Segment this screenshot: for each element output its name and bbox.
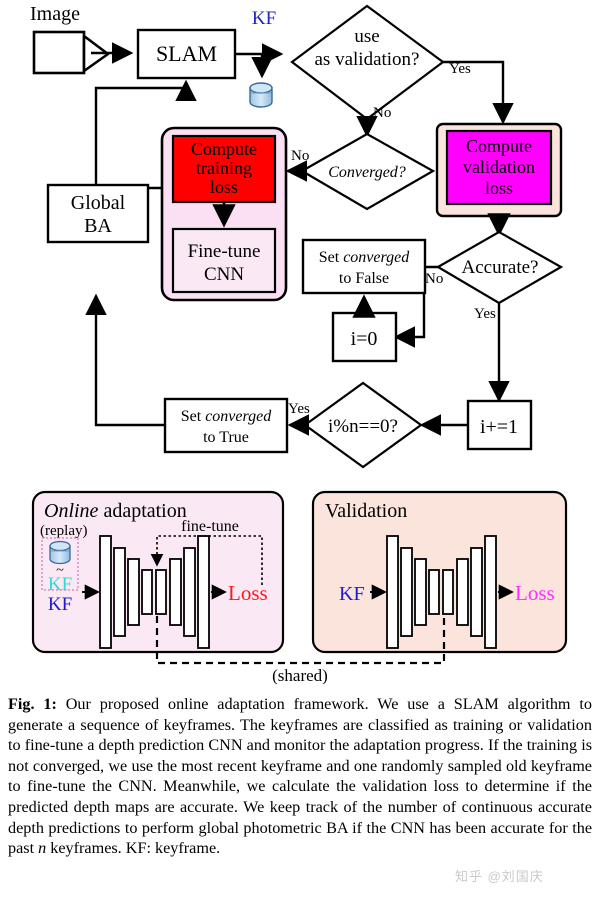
replay-database-icon [49, 540, 71, 565]
slam-box [136, 28, 237, 80]
caption-body: Our proposed online adaptation framework… [8, 695, 592, 858]
compute-validation-loss-line3: loss [485, 178, 513, 198]
kf-current-label: KF [48, 594, 72, 615]
compute-training-loss-line1: Compute [191, 139, 257, 159]
decision-modulo-label: i%n==0? [328, 416, 398, 437]
replay-dotted-box [41, 537, 79, 591]
set-converged-true-line1: Set converged [181, 408, 272, 425]
slam-label: SLAM [156, 41, 217, 66]
validation-kf-label: KF [339, 583, 365, 605]
set-converged-true-box [163, 397, 289, 454]
decision-converged-label: Converged? [328, 164, 406, 181]
validation-panel-title: Validation [325, 500, 407, 522]
global-ba-line1: Global [71, 192, 126, 214]
edge-label-modulo-yes: Yes [288, 401, 310, 417]
tilde-label: ~ [56, 563, 64, 578]
fine-tune-backprop-path [150, 535, 263, 585]
online-adaptation-title: Online adaptation [44, 500, 187, 522]
caption-italic-n: n [38, 839, 47, 858]
set-converged-false-line2: to False [339, 270, 389, 287]
compute-training-loss-box [171, 134, 277, 204]
global-ba-box [46, 183, 150, 244]
figure-diagram: Image SLAM KF use as validation? Yes No … [30, 3, 568, 684]
edge-label-accurate-yes: Yes [474, 306, 496, 322]
fine-tune-cnn-box [171, 227, 277, 294]
fine-tune-cnn-line2: CNN [204, 264, 244, 285]
set-converged-false-box [301, 238, 427, 295]
edge-label-converged-no: No [291, 148, 309, 164]
compute-validation-loss-box [445, 129, 553, 206]
compute-validation-loss-line1: Compute [466, 136, 532, 156]
input-image-label: Image [30, 3, 80, 25]
online-network-layers [99, 535, 210, 649]
fine-tune-label: fine-tune [181, 518, 239, 535]
edge-label-validation-yes: Yes [449, 61, 471, 77]
shared-label: (shared) [272, 666, 328, 684]
kf-label: KF [252, 8, 276, 29]
global-ba-line2: BA [84, 215, 112, 237]
decision-use-label-line2: as validation? [315, 49, 420, 70]
set-converged-false-line1: Set converged [319, 249, 410, 266]
decision-converged [299, 132, 436, 211]
replay-label: (replay) [40, 523, 87, 539]
decision-use-label-line1: use [354, 26, 379, 47]
caption-prefix: Fig. 1: [8, 695, 57, 713]
fine-tune-cnn-line1: Fine-tune [188, 241, 261, 262]
set-converged-true-line2: to True [203, 429, 249, 446]
kf-replay-label: KF [48, 574, 72, 595]
online-loss-label: Loss [228, 581, 268, 605]
figure-caption: Fig. 1: Our proposed online adaptation f… [8, 694, 592, 859]
i-zero-box [331, 311, 398, 363]
validation-network-layers [386, 535, 497, 649]
database-cylinder-icon [249, 82, 273, 108]
decision-accurate-label: Accurate? [462, 257, 539, 278]
compute-validation-loss-line2: validation [463, 157, 535, 177]
flowchart-svg: Image SLAM KF use as validation? Yes No … [30, 3, 568, 684]
i-plus-one-label: i+=1 [480, 416, 518, 438]
watermark: 知乎 @刘国庆 [455, 869, 544, 884]
i-zero-label: i=0 [351, 328, 378, 350]
validation-loss-label: Loss [515, 581, 555, 605]
compute-training-loss-line2: training [196, 158, 252, 178]
edge-label-accurate-no: No [425, 271, 443, 287]
decision-modulo [303, 381, 423, 469]
decision-accurate [435, 230, 564, 305]
caption-body-end: keyframes. KF: keyframe. [46, 839, 221, 858]
compute-training-loss-line3: loss [210, 177, 238, 197]
edge-label-validation-no: No [373, 105, 391, 121]
